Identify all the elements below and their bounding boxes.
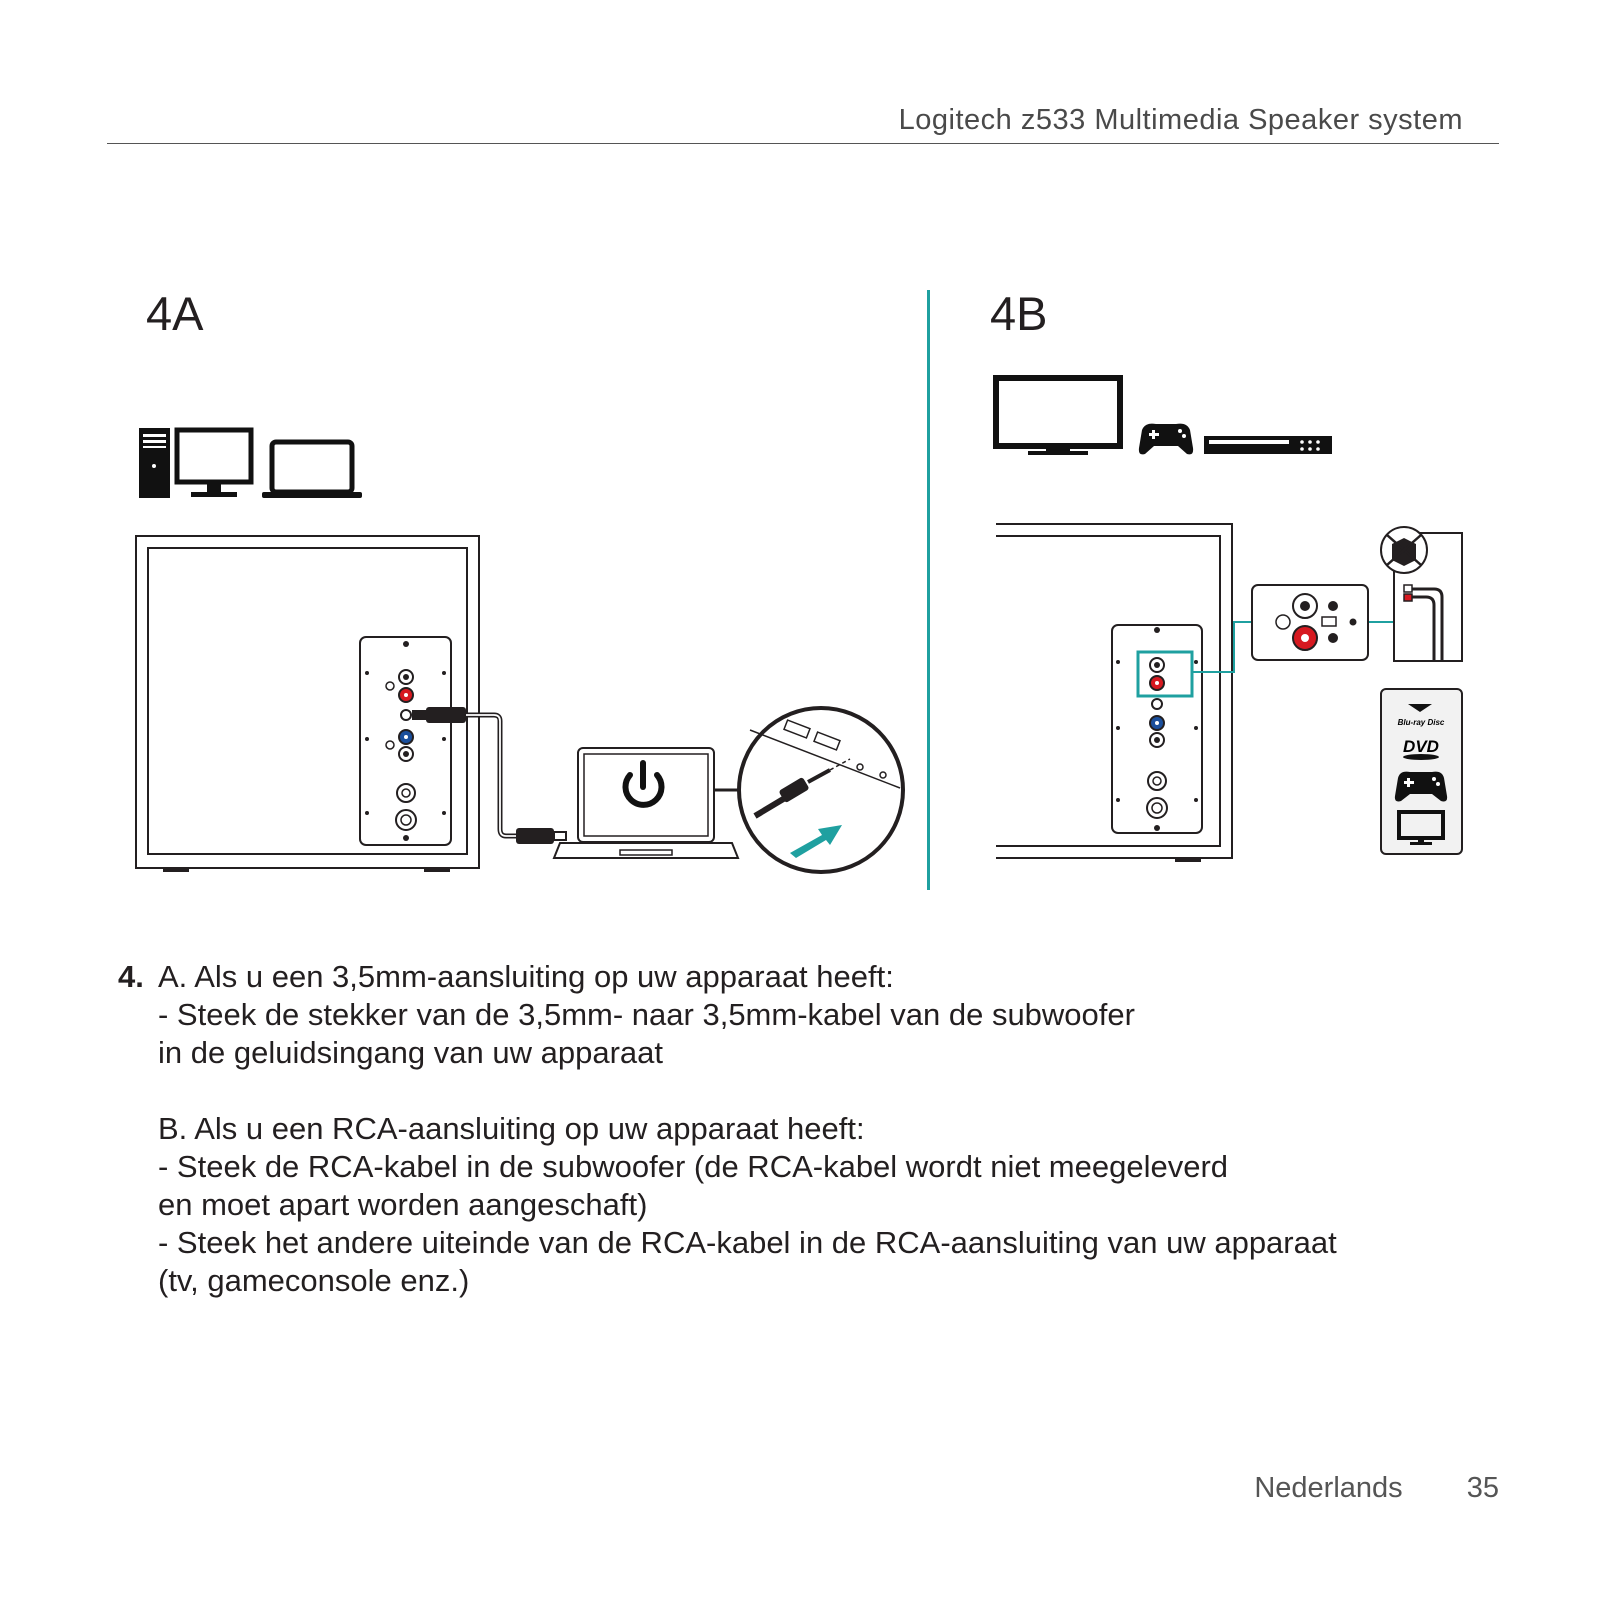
step-label-4b: 4B <box>990 287 1048 340</box>
monitor-icon <box>174 427 254 497</box>
rca-input-zoom <box>1251 584 1369 661</box>
dvd-logo-icon: DVD <box>1403 737 1439 756</box>
instruction-b-step1: - Steek de RCA-kabel in de subwoofer (de… <box>158 1149 1229 1184</box>
power-icon <box>622 760 665 808</box>
subwoofer-rear-panel-4a <box>359 636 452 846</box>
pc-tower-icon <box>139 428 170 498</box>
header-rule <box>107 143 1499 144</box>
gamepad-icon <box>1138 423 1194 455</box>
instruction-a-step: - Steek de stekker van de 3,5mm- naar 3,… <box>158 997 1135 1032</box>
laptop-icon <box>262 439 362 498</box>
instructions: 4. A. Als u een 3,5mm-aansluiting op uw … <box>118 958 1498 1300</box>
footer-language: Nederlands <box>1254 1472 1403 1504</box>
dvd-player-icon <box>1204 436 1332 454</box>
instruction-b-step1-cont: en moet apart worden aangeschaft) <box>158 1187 648 1222</box>
instruction-a-step-cont: in de geluidsingang van uw apparaat <box>158 1035 663 1070</box>
instruction-b-heading: B. Als u een RCA-aansluiting op uw appar… <box>158 1111 865 1146</box>
blu-ray-logo-icon: Blu-ray Disc <box>1398 718 1445 727</box>
subwoofer-4a <box>135 535 480 872</box>
laptop-4a <box>552 747 740 859</box>
instruction-b-step2: - Steek het andere uiteinde van de RCA-k… <box>158 1225 1337 1260</box>
rca-cable-not-included <box>1380 526 1463 662</box>
media-sources-panel: Blu-ray Disc DVD <box>1380 688 1463 855</box>
page-footer: Nederlands 35 <box>1254 1472 1499 1505</box>
section-divider <box>927 290 930 890</box>
step-number: 4. <box>118 959 144 994</box>
tv-icon <box>993 375 1123 455</box>
instruction-b-step2-cont: (tv, gameconsole enz.) <box>158 1263 470 1298</box>
subwoofer-rear-panel-4b <box>1111 624 1203 834</box>
audio-cable-3-5mm <box>412 707 567 844</box>
document-title: Logitech z533 Multimedia Speaker system <box>898 104 1463 136</box>
subwoofer-4b <box>996 523 1233 862</box>
page-number: 35 <box>1466 1472 1499 1504</box>
step-label-4a: 4A <box>146 287 204 340</box>
instruction-a-heading: A. Als u een 3,5mm-aansluiting op uw app… <box>158 959 894 994</box>
headphone-jack-zoom-callout <box>714 706 905 874</box>
